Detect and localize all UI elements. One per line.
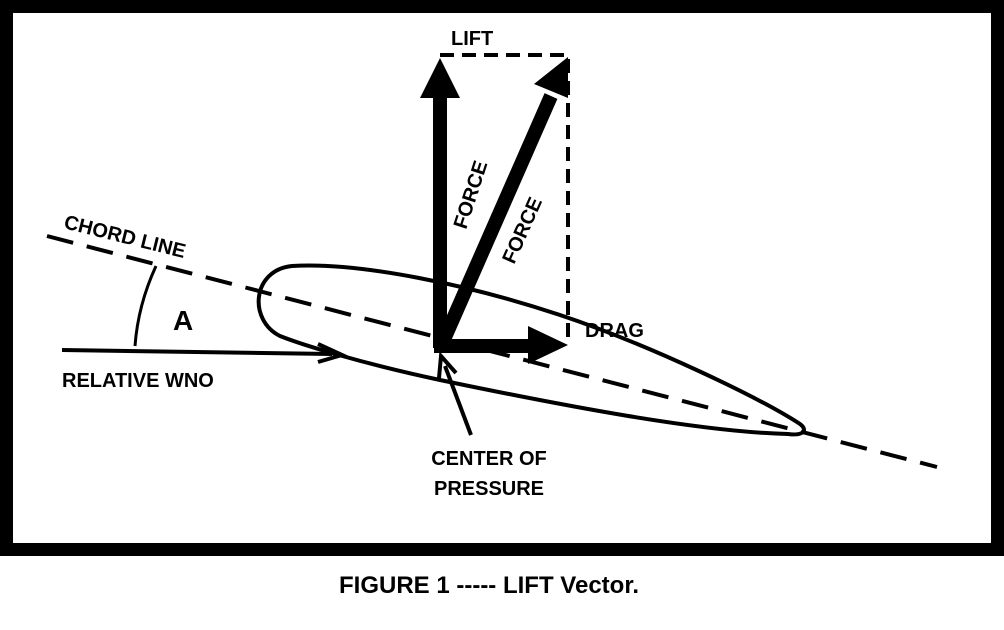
drag-arrow-shaft	[434, 339, 534, 353]
center-of-pressure-label-line1: CENTER OF	[431, 448, 547, 470]
vector-rectangle	[440, 53, 570, 342]
resultant-force-arrowhead	[534, 57, 568, 98]
lift-arrow-shaft	[433, 96, 447, 348]
relative-wind-label: RELATIVE WNO	[62, 370, 214, 392]
lift-vector-diagram: LIFT FORCE FORCE DRAG CHORD LINE A RELAT…	[0, 0, 1004, 556]
diagram-frame	[0, 0, 1004, 556]
lift-arrowhead	[420, 58, 460, 98]
angle-label: A	[173, 305, 193, 336]
drag-arrowhead	[528, 326, 568, 364]
center-of-pressure-arrowhead	[437, 351, 458, 379]
airfoil	[256, 263, 806, 437]
figure-caption: FIGURE 1 ----- LIFT Vector.	[338, 572, 639, 599]
drag-label: DRAG	[585, 320, 644, 342]
center-of-pressure-pointer	[443, 365, 473, 436]
relative-wind-arrow	[61, 348, 333, 356]
relative-wind-arrowhead	[317, 342, 348, 364]
angle-arc	[133, 265, 158, 347]
center-of-pressure-label-line2: PRESSURE	[434, 478, 544, 500]
resultant-force-shaft	[435, 93, 558, 347]
lift-label: LIFT	[451, 28, 493, 50]
